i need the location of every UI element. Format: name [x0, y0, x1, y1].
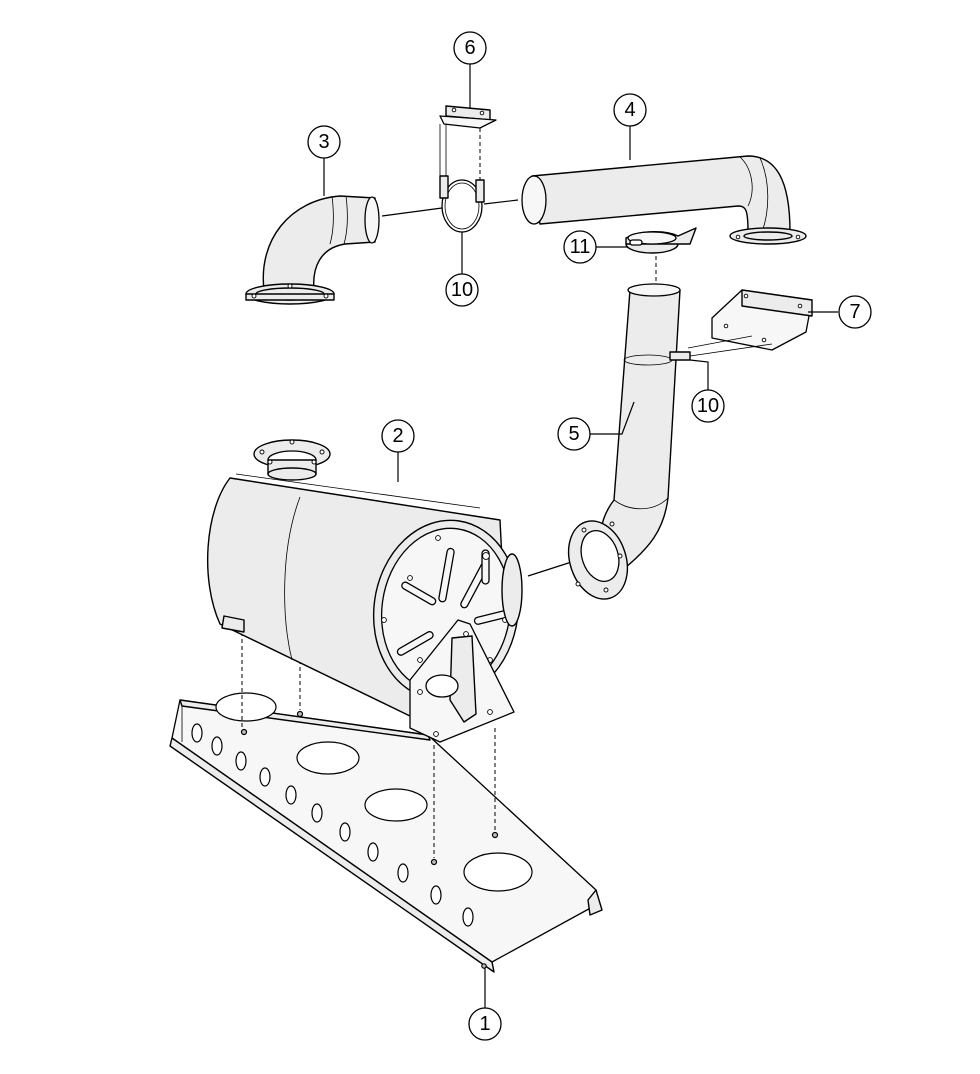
base-hole — [364, 788, 428, 822]
long-pipe — [521, 155, 807, 245]
base-hole — [296, 741, 360, 775]
base-channel — [169, 692, 603, 973]
elbow-pipe — [245, 195, 380, 305]
callout-label: 6 — [464, 37, 475, 59]
callout-label: 4 — [624, 99, 635, 121]
callout-10-lower: 10 — [691, 389, 725, 423]
callout-label: 10 — [451, 279, 473, 301]
callout-label: 7 — [849, 301, 860, 323]
callout-3: 3 — [307, 125, 341, 159]
callout-label: 10 — [697, 395, 719, 417]
callout-label: 5 — [568, 423, 579, 445]
callout-label: 1 — [479, 1013, 490, 1035]
callout-label: 11 — [570, 236, 591, 258]
mounting-bracket — [711, 289, 813, 351]
callout-leaders — [323, 64, 838, 1008]
callout-7: 7 — [838, 295, 872, 329]
callout-2: 2 — [381, 419, 415, 453]
callout-5: 5 — [557, 417, 591, 451]
rain-cap — [625, 227, 697, 254]
upper-clamp-assembly — [439, 105, 497, 233]
vertical-pipe — [567, 283, 773, 600]
base-hole — [463, 852, 533, 892]
callout-6: 6 — [453, 31, 487, 65]
silencer — [207, 439, 523, 743]
callout-10-upper: 10 — [445, 273, 479, 307]
base-hole — [215, 692, 277, 722]
callout-label: 2 — [392, 425, 403, 447]
callout-1: 1 — [468, 1007, 502, 1041]
callout-4: 4 — [613, 93, 647, 127]
callout-11: 11 — [563, 230, 597, 264]
callout-label: 3 — [318, 131, 329, 153]
